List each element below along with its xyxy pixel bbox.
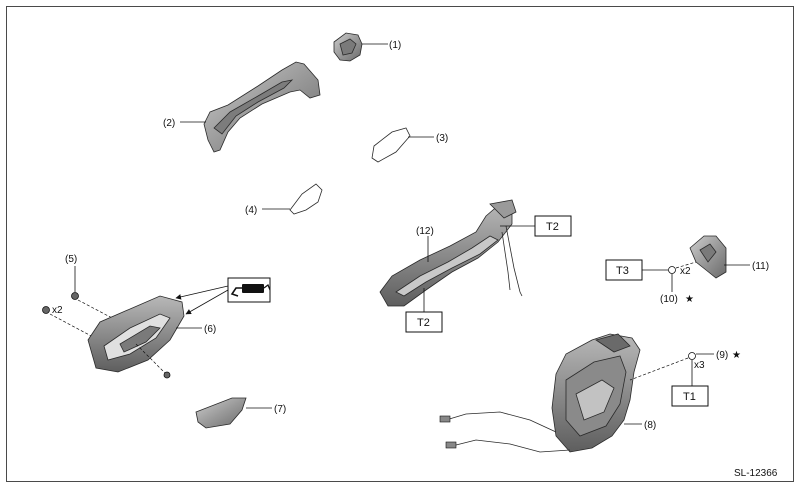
star-10: ★ xyxy=(685,294,694,305)
part-3-gasket xyxy=(371,127,411,163)
grease-gun-icon xyxy=(230,284,271,297)
qty-9: x3 xyxy=(694,360,705,371)
grease-arrow-2 xyxy=(185,289,229,315)
guide-10 xyxy=(675,261,697,269)
diagram-frame xyxy=(6,6,794,482)
torque-t2-top: T2 xyxy=(546,221,559,233)
label-4: (4) xyxy=(245,205,257,216)
label-11: (11) xyxy=(752,261,769,272)
label-2: (2) xyxy=(163,118,175,129)
part-10-bolt xyxy=(668,266,676,274)
part-8-latch-assembly xyxy=(551,333,641,453)
part-5-screw-left xyxy=(42,306,50,314)
part-5-screw xyxy=(71,292,79,300)
part-12-handle-frame xyxy=(379,199,523,307)
label-10: (10) xyxy=(660,294,678,305)
torque-box-t1 xyxy=(671,385,709,407)
cable-upper xyxy=(445,411,557,433)
part-6-inner-handle xyxy=(87,295,185,373)
part-2-outer-handle xyxy=(203,61,321,153)
screw-bottom xyxy=(163,371,171,379)
qty-10: x2 xyxy=(680,266,691,277)
part-1-handle-cap xyxy=(333,32,363,62)
label-7: (7) xyxy=(274,404,286,415)
diagram-code: SL-12366 xyxy=(734,468,778,479)
cable-lower xyxy=(451,439,571,453)
label-5: (5) xyxy=(65,254,77,265)
star-9: ★ xyxy=(732,350,741,361)
label-1: (1) xyxy=(389,40,401,51)
part-9-screw xyxy=(688,352,696,360)
torque-t2-bottom: T2 xyxy=(417,317,430,329)
guide-9 xyxy=(629,357,689,381)
label-9: (9) xyxy=(716,350,728,361)
qty-5: x2 xyxy=(52,305,63,316)
cable-end-upper xyxy=(439,415,451,423)
label-6: (6) xyxy=(204,324,216,335)
label-3: (3) xyxy=(436,133,448,144)
cable-end-lower xyxy=(445,441,457,449)
torque-t1: T1 xyxy=(683,391,696,403)
part-11-lever xyxy=(689,235,727,279)
label-12: (12) xyxy=(416,226,434,237)
torque-t3: T3 xyxy=(616,265,629,277)
part-4-gasket xyxy=(289,183,323,215)
guide-6-bottom xyxy=(135,343,167,375)
grease-arrow-1 xyxy=(175,285,229,300)
part-7-cover xyxy=(195,397,247,429)
label-8: (8) xyxy=(644,420,656,431)
